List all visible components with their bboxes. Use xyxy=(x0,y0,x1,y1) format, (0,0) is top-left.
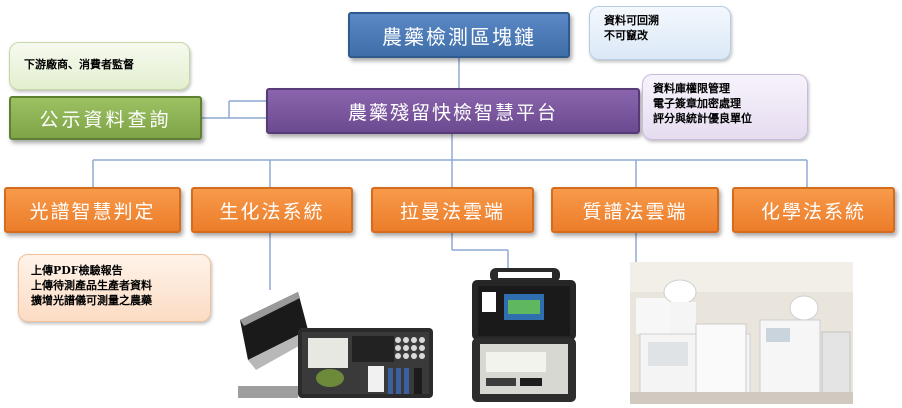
system-label: 拉曼法雲端 xyxy=(399,200,505,223)
spectrum-features-note: 上傳PDF檢驗報告 上傳待測產品生產者資料 擴增光譜儀可測量之農藥 xyxy=(18,254,211,322)
blockchain-title-box: 農藥檢測區塊鏈 xyxy=(348,12,570,58)
note-line: 評分與統計優良單位 xyxy=(653,112,752,125)
system-label: 化學法系統 xyxy=(760,200,866,223)
system-label: 生化法系統 xyxy=(219,200,325,223)
public-query-label: 公示資料查詢 xyxy=(39,108,172,131)
traceability-note: 資料可回溯 不可竄改 xyxy=(589,6,731,60)
note-line: 下游廠商、消費者監督 xyxy=(24,58,134,71)
note-line: 擴增光譜儀可測量之農藥 xyxy=(31,294,152,307)
note-line: 電子簽章加密處理 xyxy=(653,97,741,110)
system-raman-box: 拉曼法雲端 xyxy=(371,187,534,233)
system-label: 光譜智慧判定 xyxy=(29,200,156,223)
platform-label: 農藥殘留快檢智慧平台 xyxy=(347,101,558,124)
note-line: 不可竄改 xyxy=(604,29,648,42)
system-biochem-box: 生化法系統 xyxy=(191,187,353,233)
public-query-box: 公示資料查詢 xyxy=(9,96,202,140)
raman-device-image xyxy=(472,268,576,402)
system-label: 質譜法雲端 xyxy=(582,200,688,223)
mass-spec-image xyxy=(630,262,853,404)
note-line: 上傳PDF檢驗報告 xyxy=(31,264,123,277)
supervision-note: 下游廠商、消費者監督 xyxy=(9,42,190,90)
platform-box: 農藥殘留快檢智慧平台 xyxy=(266,88,640,134)
note-line: 上傳待測產品生產者資料 xyxy=(31,279,152,292)
note-line: 資料可回溯 xyxy=(604,14,659,27)
note-line: 資料庫權限管理 xyxy=(653,82,730,95)
biochem-kit-image xyxy=(238,292,433,398)
system-mass-box: 質譜法雲端 xyxy=(551,187,719,233)
system-spectrum-box: 光譜智慧判定 xyxy=(4,187,181,233)
system-chemical-box: 化學法系統 xyxy=(732,187,895,233)
blockchain-title: 農藥檢測區塊鏈 xyxy=(382,24,536,49)
platform-features-note: 資料庫權限管理 電子簽章加密處理 評分與統計優良單位 xyxy=(642,74,808,140)
